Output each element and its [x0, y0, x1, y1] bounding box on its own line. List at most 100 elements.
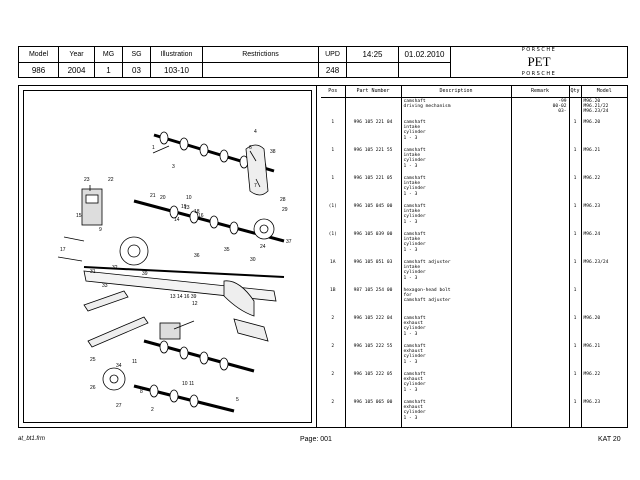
callout-10[interactable]: 10 — [186, 195, 192, 201]
date-value: 01.02.2010 — [399, 47, 450, 63]
description-line: camshaft — [403, 98, 426, 104]
description-line: cylinder — [403, 186, 426, 192]
col-part-number[interactable]: Part Number — [345, 86, 402, 98]
callout-19[interactable]: 19 — [181, 204, 187, 210]
logo-area: PORSCHE PET PORSCHE — [451, 47, 627, 77]
description-line: cylinder — [403, 270, 426, 276]
cell-pos: 2 — [321, 315, 346, 343]
callout-37[interactable]: 37 — [286, 239, 292, 245]
callout-7[interactable]: 7 — [254, 183, 257, 189]
sg-value[interactable]: 03 — [132, 65, 141, 75]
callout-17[interactable]: 17 — [60, 247, 66, 253]
callout-26[interactable]: 26 — [90, 385, 96, 391]
illustration-value[interactable]: 103-10 — [164, 65, 189, 75]
callout-24[interactable]: 24 — [260, 244, 266, 250]
callout-38[interactable]: 38 — [270, 149, 276, 155]
cell-qty: 1 — [569, 343, 582, 371]
cell-remark — [511, 259, 570, 287]
callout-2[interactable]: 2 — [151, 407, 154, 413]
mg-value[interactable]: 1 — [106, 65, 111, 75]
callout-9[interactable]: 9 — [99, 227, 102, 233]
parts-table: Pos Part Number Description Remark Qty M… — [321, 86, 627, 427]
description-line: cylinder — [403, 326, 426, 332]
callout-8[interactable]: 8 — [140, 389, 143, 395]
exploded-diagram[interactable]: 1 2 3 4 5 6 7 8 9 10 11 12 13 14 15 16 1 — [23, 90, 312, 423]
description-line: camshaft — [403, 344, 426, 349]
callout-22[interactable]: 22 — [108, 177, 114, 183]
col-qty[interactable]: Qty — [569, 86, 582, 98]
callout-16[interactable]: 16 — [198, 213, 204, 219]
col-description[interactable]: Description — [401, 86, 512, 98]
callout-group-13-14-16-39[interactable]: 13 14 16 39 — [170, 294, 197, 300]
description-line: 1 - 3 — [403, 275, 418, 281]
callout-23[interactable]: 23 — [84, 177, 90, 183]
col-remark[interactable]: Remark — [511, 86, 570, 98]
col-model[interactable]: Model — [581, 86, 627, 98]
callout-1[interactable]: 1 — [152, 145, 155, 151]
callout-18[interactable]: 18 — [194, 209, 200, 215]
callout-5[interactable]: 5 — [236, 397, 239, 403]
restrictions-value[interactable] — [203, 63, 318, 77]
year-value[interactable]: 2004 — [67, 65, 86, 75]
cell-part-number: 996 105 222 55 — [345, 343, 402, 371]
callout-28[interactable]: 28 — [280, 197, 286, 203]
col-pos[interactable]: Pos — [321, 86, 346, 98]
callout-39[interactable]: 39 — [142, 271, 148, 277]
year-cell: Year 2004 — [59, 47, 95, 77]
description-line: camshaft — [403, 400, 426, 405]
callout-30[interactable]: 30 — [250, 257, 256, 263]
cell-part-number — [345, 97, 402, 119]
cell-pos — [321, 97, 346, 119]
callout-27[interactable]: 27 — [116, 403, 122, 409]
callout-6[interactable]: 6 — [249, 145, 252, 151]
callout-11[interactable]: 11 — [132, 359, 137, 365]
callout-35[interactable]: 35 — [224, 247, 230, 253]
cell-part-number: 996 105 039 00 — [345, 231, 402, 259]
callout-3[interactable]: 3 — [172, 164, 175, 170]
restrictions-label: Restrictions — [203, 47, 318, 63]
model-value[interactable]: 986 — [31, 65, 46, 75]
part-number-value: 996 105 051 03 — [353, 260, 393, 265]
callout-32[interactable]: 32 — [112, 265, 118, 271]
description-line: camshaft adjuster — [403, 260, 451, 265]
upd-label: UPD — [319, 47, 346, 63]
qty-value: 1 — [573, 232, 577, 237]
callout-29[interactable]: 29 — [282, 207, 288, 213]
description-line: exhaust — [403, 349, 423, 355]
callout-33[interactable]: 33 — [102, 283, 108, 289]
remark-line: -99 — [558, 98, 567, 104]
callout-15[interactable]: 15 — [76, 213, 82, 219]
description-line: intake — [403, 125, 421, 131]
callout-13[interactable]: 13 — [184, 205, 190, 211]
model-line: M96.21/22 — [583, 103, 609, 109]
callout-25[interactable]: 25 — [90, 357, 96, 363]
qty-value: 1 — [573, 372, 577, 377]
callout-31[interactable]: 31 — [90, 269, 96, 275]
callout-14[interactable]: 14 — [174, 217, 180, 223]
callout-20[interactable]: 20 — [160, 195, 166, 201]
cell-pos: 2 — [321, 343, 346, 371]
callout-36[interactable]: 36 — [194, 253, 200, 259]
callout-group-10-11[interactable]: 10 11 — [182, 381, 194, 387]
description-line: 1 - 3 — [403, 163, 418, 169]
callout-4[interactable]: 4 — [254, 129, 257, 135]
callout-21[interactable]: 21 — [150, 193, 156, 199]
callout-12[interactable]: 12 — [192, 301, 198, 307]
callout-34[interactable]: 34 — [116, 363, 122, 369]
camshaft-diagram: 1 2 3 4 5 6 7 8 9 10 11 12 13 14 15 16 1 — [57, 129, 292, 413]
